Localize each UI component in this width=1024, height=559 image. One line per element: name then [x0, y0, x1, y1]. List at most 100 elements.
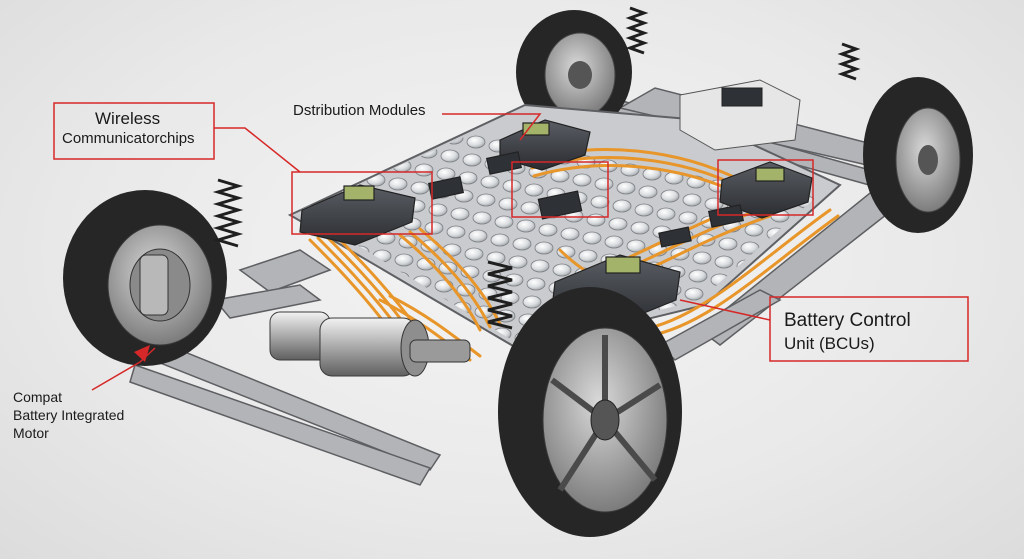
- battery-cell: [612, 199, 632, 213]
- battery-cell: [753, 394, 771, 406]
- motor-label-line1: Compat: [13, 389, 63, 405]
- battery-cell: [271, 194, 289, 206]
- battery-cell: [504, 273, 524, 287]
- battery-cell: [764, 339, 784, 345]
- battery-cell: [789, 438, 807, 450]
- battery-cell: [692, 251, 712, 265]
- battery-cell: [594, 177, 614, 191]
- battery-cell: [267, 212, 285, 224]
- battery-cell: [394, 253, 414, 267]
- battery-cell: [338, 299, 358, 313]
- battery-cell: [520, 201, 540, 215]
- battery-cell: [468, 229, 488, 243]
- battery-cell: [801, 384, 819, 396]
- battery-cell: [316, 295, 336, 309]
- battery-cell: [608, 217, 628, 231]
- battery-cell: [494, 215, 514, 229]
- battery-cell: [480, 175, 500, 189]
- battery-cell: [437, 374, 455, 386]
- battery-cell: [705, 404, 723, 416]
- bcu-leader-line: [679, 299, 771, 321]
- battery-cell: [400, 123, 420, 137]
- distribution-modules-label: Dstribution Modules: [293, 102, 426, 119]
- battery-cell: [739, 354, 757, 366]
- suspension-struts: [212, 6, 861, 330]
- battery-cell: [538, 223, 558, 237]
- battery-cell: [687, 382, 705, 394]
- battery-cell: [263, 230, 281, 242]
- battery-cell: [828, 257, 830, 271]
- battery-cell: [448, 319, 468, 333]
- battery-cell: [512, 237, 532, 251]
- top-control-box: [679, 79, 801, 151]
- battery-cell: [683, 400, 701, 412]
- wheel-rear-left: [63, 190, 227, 366]
- battery-cell: [239, 338, 257, 350]
- battery-cell: [304, 143, 324, 157]
- battery-cell: [524, 183, 544, 197]
- battery-cell: [300, 121, 306, 135]
- battery-cell: [378, 119, 398, 133]
- battery-cell: [485, 364, 503, 376]
- wheel-front-left: [498, 287, 682, 537]
- battery-cell: [805, 366, 823, 378]
- battery-cell: [459, 378, 477, 390]
- battery-cell: [466, 135, 486, 149]
- battery-cell: [688, 269, 708, 283]
- battery-cell: [560, 227, 580, 241]
- battery-cell: [723, 426, 741, 438]
- battery-cell: [516, 219, 536, 233]
- battery-cell: [701, 422, 719, 434]
- battery-cell: [742, 335, 762, 345]
- battery-cell: [446, 225, 466, 239]
- wireless-callout-box: [53, 102, 215, 160]
- motor-label-line3: Motor: [13, 425, 49, 441]
- battery-cell: [731, 390, 749, 402]
- battery-cell: [424, 221, 444, 235]
- battery-cell: [374, 137, 394, 151]
- battery-cell: [582, 231, 602, 245]
- battery-cell: [771, 416, 789, 428]
- battery-cell: [508, 255, 528, 269]
- battery-cell: [684, 287, 704, 301]
- wireless-label-line2: Communicatorchips: [62, 130, 195, 147]
- battery-cell: [428, 203, 448, 217]
- battery-cell: [326, 147, 346, 161]
- battery-cell: [727, 408, 745, 420]
- battery-cell: [300, 179, 316, 193]
- battery-cell: [320, 277, 340, 291]
- motor-label-line2: Battery Integrated: [13, 407, 125, 423]
- battery-cell: [440, 149, 460, 163]
- wheel-rear-right: [516, 10, 632, 134]
- battery-cell: [410, 181, 430, 195]
- battery-cell: [717, 350, 735, 362]
- distribution-leader-line: [442, 113, 542, 141]
- battery-cell: [300, 233, 304, 247]
- motor-arrow-head: [134, 345, 150, 362]
- wireless-leader-line: [214, 127, 301, 173]
- battery-cell: [352, 133, 372, 147]
- battery-cell: [630, 221, 650, 235]
- battery-cell: [626, 239, 646, 253]
- battery-cell: [775, 398, 793, 410]
- battery-cell: [300, 139, 302, 153]
- battery-cell: [678, 211, 698, 225]
- battery-cell: [682, 193, 702, 207]
- battery-cell: [408, 293, 428, 307]
- battery-cell: [490, 233, 510, 247]
- battery-cell: [572, 173, 592, 187]
- battery-cell: [348, 151, 368, 165]
- battery-cell: [522, 295, 542, 309]
- motor-leader-line: [91, 347, 156, 391]
- battery-cell: [464, 247, 484, 261]
- battery-cell: [330, 129, 350, 143]
- battery-cell: [616, 181, 636, 195]
- bcu-label-line2: Unit (BCUs): [784, 334, 875, 353]
- battery-cell: [783, 362, 801, 374]
- integrated-motor: [269, 311, 471, 377]
- battery-cell: [590, 195, 610, 209]
- battery-cell: [462, 153, 482, 167]
- wireless-label-line1: Wireless: [95, 109, 161, 128]
- battery-cell: [797, 402, 815, 414]
